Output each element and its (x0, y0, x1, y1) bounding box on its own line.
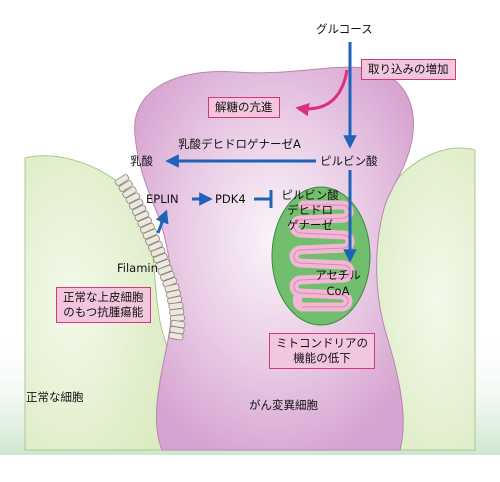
pdk4-label: PDK4 (215, 192, 246, 206)
pyruvate-label: ピルビン酸 (320, 154, 378, 168)
filamin-segment (114, 174, 130, 186)
acetyl-coa-label: アセチル CoA (315, 268, 361, 298)
filamin-segment (142, 228, 158, 240)
filamin-segment (152, 252, 168, 264)
arrow-filamin-to-eplin (155, 209, 169, 234)
filamin-chain (114, 174, 186, 341)
filamin-segment (168, 331, 184, 341)
filamin-segment (145, 234, 161, 246)
arrow-glycolysis-increase (295, 69, 349, 117)
filamin-segment (125, 192, 141, 204)
antitumor-box: 正常な上皮細胞 のもつ抗腫瘍能 (56, 287, 151, 323)
glucose-label: グルコース (316, 22, 373, 36)
filamin-segment (118, 180, 133, 192)
cancer-cell-label: がん変異細胞 (249, 398, 318, 412)
filamin-segment (150, 246, 166, 258)
mito-decline-box: ミトコンドリアの 機能の低下 (269, 333, 375, 369)
uptake-increase-box: 取り込みの増加 (361, 59, 456, 80)
normal-cell-label: 正常な細胞 (26, 390, 84, 404)
filamin-segment (128, 198, 144, 210)
filamin-segment (137, 216, 153, 228)
lactate-label: 乳酸 (130, 154, 153, 168)
filamin-segment (122, 186, 137, 199)
pdh-label: ピルビン酸 デヒドロ ゲナーゼ (281, 188, 339, 232)
ldh-label: 乳酸デヒドロゲナーゼA (178, 137, 301, 151)
filamin-segment (134, 210, 150, 222)
filamin-segment (159, 270, 175, 282)
eplin-label: EPLIN (146, 192, 179, 206)
glycolysis-box: 解糖の亢進 (208, 97, 280, 118)
filamin-segment (131, 204, 147, 216)
filamin-segment (157, 264, 173, 276)
filamin-label: Filamin (117, 261, 158, 275)
